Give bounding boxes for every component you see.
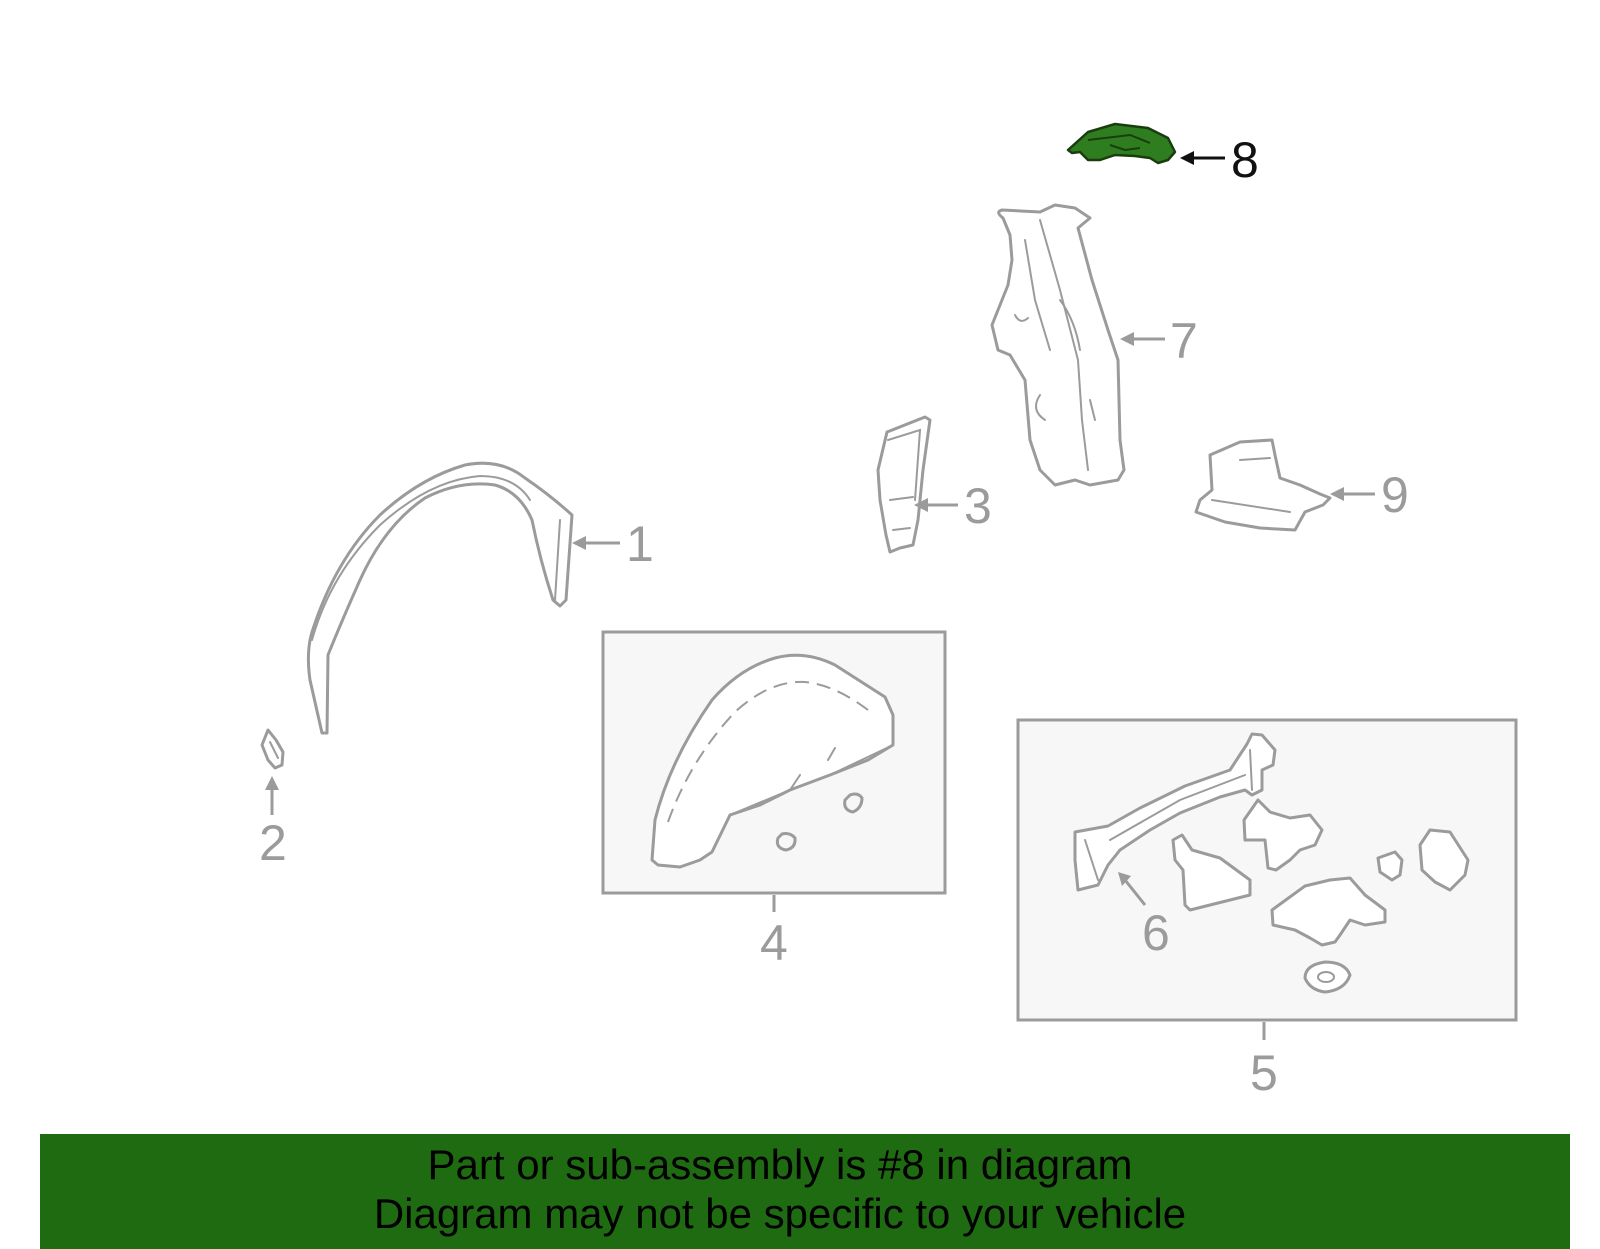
part-2-clip[interactable] (260, 728, 285, 770)
info-banner: Part or sub-assembly is #8 in diagram Di… (40, 1134, 1570, 1249)
callout-3: 3 (914, 478, 992, 534)
callout-7: 7 (1120, 313, 1198, 369)
callout-2: 2 (259, 776, 287, 871)
callout-3-label: 3 (964, 478, 992, 534)
callout-9-label: 9 (1381, 467, 1409, 523)
part-8-highlighted[interactable] (1066, 122, 1177, 165)
callout-4: 4 (760, 895, 788, 971)
banner-line-disclaimer: Diagram may not be specific to your vehi… (373, 1190, 1187, 1237)
callout-5: 5 (1250, 1022, 1278, 1101)
box-4-wheelhouse-assembly[interactable] (601, 630, 947, 895)
callout-7-label: 7 (1170, 313, 1198, 369)
callout-5-label: 5 (1250, 1045, 1278, 1101)
callout-8-label: 8 (1231, 132, 1259, 188)
callout-6: 6 (1118, 872, 1170, 961)
callout-2-label: 2 (259, 815, 287, 871)
part-7-pillar[interactable] (990, 203, 1126, 487)
callout-9: 9 (1330, 467, 1409, 523)
callout-1: 1 (572, 516, 654, 572)
callout-4-label: 4 (760, 915, 788, 971)
part-1-wheelhouse-liner[interactable] (306, 461, 574, 735)
callout-1-label: 1 (626, 516, 654, 572)
part-9-panel[interactable] (1194, 438, 1332, 532)
callout-6-label: 6 (1142, 905, 1170, 961)
part-3-bracket[interactable] (876, 415, 932, 554)
callout-8: 8 (1180, 132, 1259, 188)
banner-line-part-info: Part or sub-assembly is #8 in diagram (427, 1141, 1133, 1188)
box-5-rail-assembly[interactable] (1016, 718, 1518, 1022)
